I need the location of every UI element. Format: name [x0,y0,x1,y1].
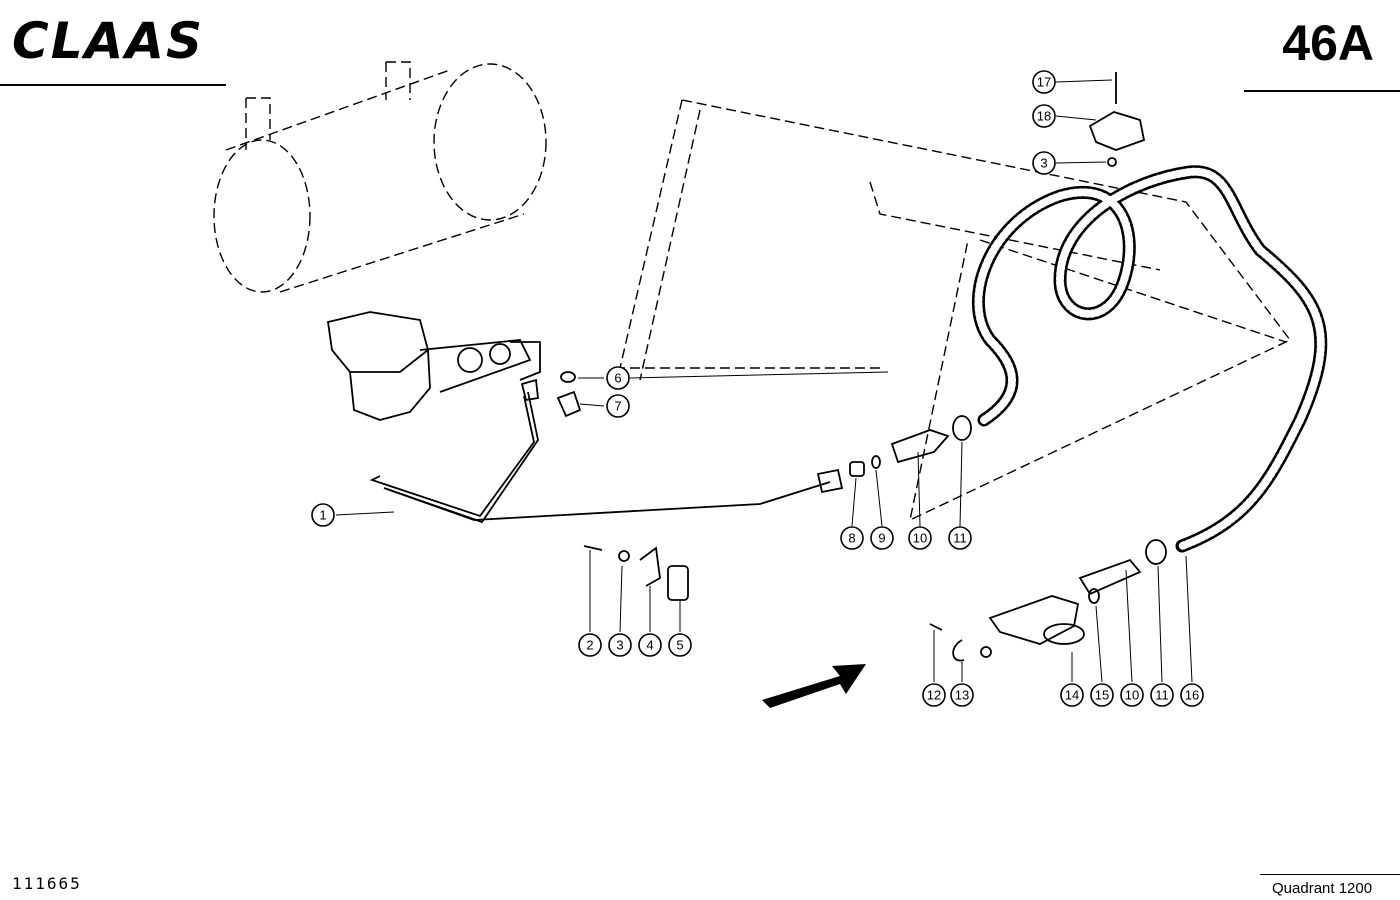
callout-6-label: 6 [614,371,621,386]
callout-11-lower: 11 [1150,683,1174,707]
clamp-parts [583,545,689,601]
tank-phantom [213,61,547,293]
callout-10-upper-label: 10 [913,531,927,546]
hydraulic-hoses [971,165,1328,553]
callout-11-upper: 11 [948,526,972,550]
fitting-parts-upper [849,415,972,477]
callout-4-label: 4 [646,638,653,653]
callout-3: 3 [608,633,632,657]
callout-5: 5 [668,633,692,657]
header-rule-right [1244,90,1400,92]
callout-18-label: 18 [1037,109,1051,124]
callout-17-label: 17 [1037,75,1051,90]
callout-2-label: 2 [586,638,593,653]
clamp-block [1088,72,1146,167]
callout-15: 15 [1090,683,1114,707]
frame-phantom [619,99,1292,522]
callout-3-upper: 3 [1032,151,1056,175]
pipe-fitting [520,378,539,402]
callout-1: 1 [311,503,335,527]
callout-16-label: 16 [1185,688,1199,703]
leader-lines [335,79,1193,683]
part-6 [560,371,576,383]
brake-pipe [369,391,831,524]
callout-3-upper-label: 3 [1040,156,1047,171]
callout-1-label: 1 [319,508,326,523]
callout-17: 17 [1032,70,1056,94]
callout-13: 13 [950,683,974,707]
direction-arrow [762,664,866,708]
callout-11-lower-label: 11 [1155,688,1169,703]
callout-8-label: 8 [848,531,855,546]
claas-logo: CLAAS [12,16,204,64]
callout-10-upper: 10 [908,526,932,550]
claas-logo-text: CLAAS [12,16,204,64]
model-name: Quadrant 1200 [1272,880,1373,897]
callout-18: 18 [1032,104,1056,128]
fitting-parts-lower [929,539,1167,662]
page-number: 46A [1282,15,1374,71]
drawing-number: 111665 [12,874,82,893]
valve-block [326,311,541,421]
callout-12-label: 12 [927,688,941,703]
callout-2: 2 [578,633,602,657]
callout-7-label: 7 [614,399,621,414]
callout-13-label: 13 [955,688,969,703]
callout-10-lower: 10 [1120,683,1144,707]
callout-10-lower-label: 10 [1125,688,1139,703]
callout-14-label: 14 [1065,688,1079,703]
callout-9-label: 9 [878,531,885,546]
footer-rule [1260,874,1400,875]
pipe-nut [816,468,844,494]
callout-9: 9 [870,526,894,550]
callout-11-upper-label: 11 [953,531,967,546]
callout-15-label: 15 [1095,688,1109,703]
callout-3-label: 3 [616,638,623,653]
callout-14: 14 [1060,683,1084,707]
callout-16: 16 [1180,683,1204,707]
callout-7: 7 [606,394,630,418]
part-7 [556,390,582,418]
callout-6: 6 [606,366,630,390]
callout-5-label: 5 [676,638,683,653]
callout-4: 4 [638,633,662,657]
header-rule-left [0,84,226,86]
callout-8: 8 [840,526,864,550]
callout-12: 12 [922,683,946,707]
